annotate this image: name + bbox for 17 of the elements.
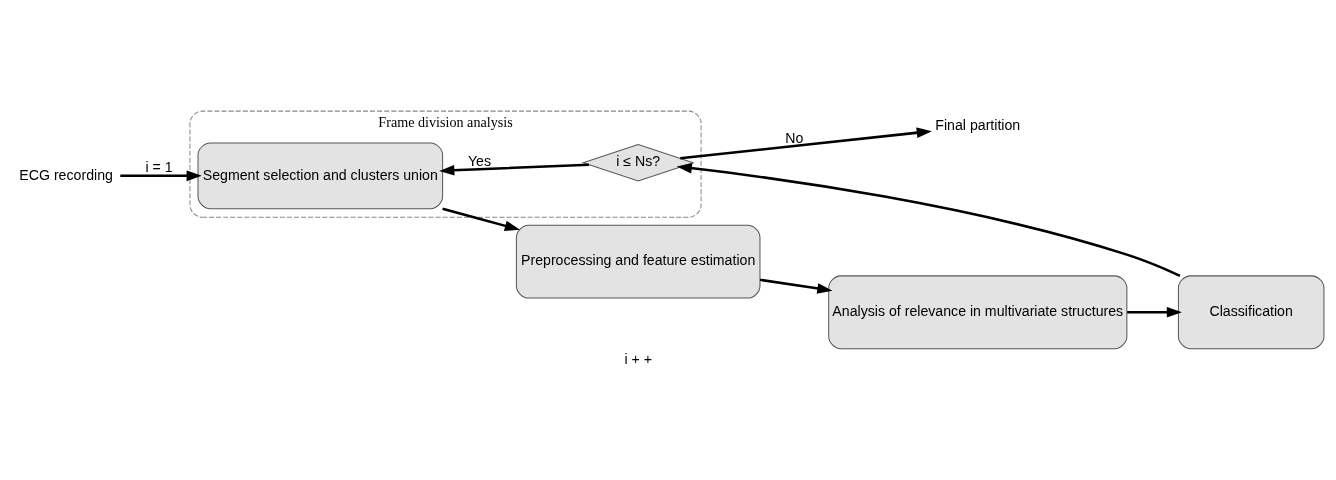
node-text: ECG recording (19, 166, 113, 183)
node-text: Final partition (935, 116, 1021, 133)
node-box: Preprocessing and feature estimation (515, 224, 761, 299)
edge-label: No (785, 129, 804, 146)
arrow (1127, 306, 1182, 318)
arrow (759, 278, 833, 294)
edge-label: Yes (467, 152, 492, 169)
node-box: Segment selection and clusters union (197, 141, 444, 209)
arrow (439, 162, 589, 176)
arrow (680, 126, 932, 159)
label: i + + (624, 350, 652, 366)
edge-label: i = 1 (145, 158, 173, 175)
node-box: Analysis of relevance in multivariate structures (828, 274, 1128, 349)
arrow (442, 207, 520, 231)
arrow (676, 162, 1181, 277)
node-box: Classification (1177, 274, 1325, 349)
arrow (120, 170, 202, 181)
